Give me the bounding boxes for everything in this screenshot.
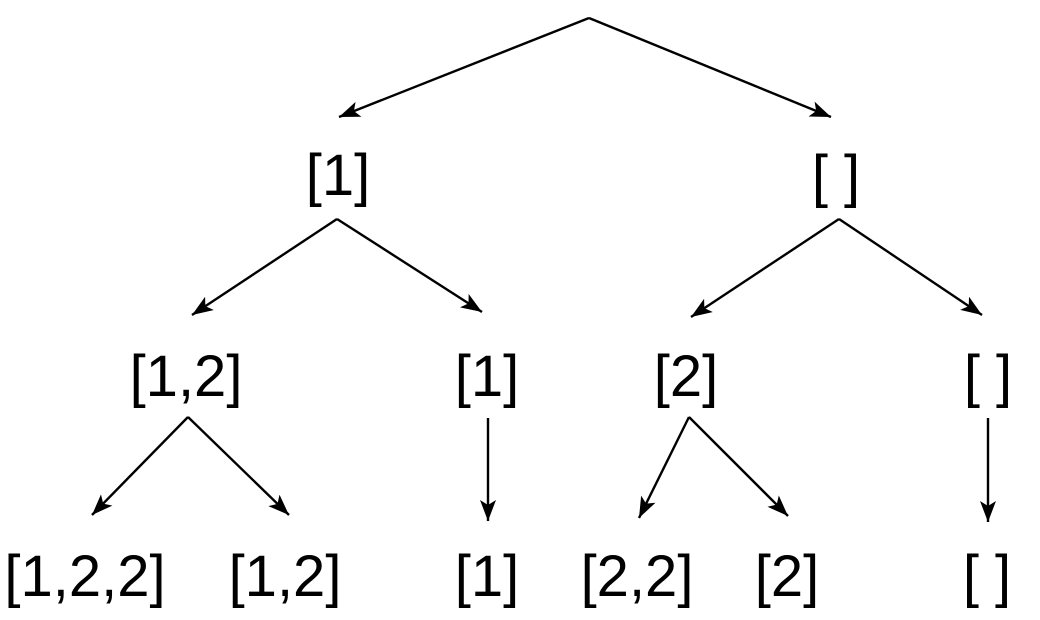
edge-node-12-to-node-12b xyxy=(187,416,290,516)
tree-leaf-2-2: [2,2] xyxy=(580,544,694,609)
tree-leaf-2: [2] xyxy=(754,544,820,609)
edge-node-12-to-node-122 xyxy=(91,416,189,516)
tree-node-1-keep: [1] xyxy=(454,344,520,409)
edge-node-2-to-node-22 xyxy=(637,416,691,519)
tree-leaf-1-2: [1,2] xyxy=(228,544,342,609)
edge-root-to-node-1 xyxy=(338,16,590,119)
tree-leaf-empty: [ ] xyxy=(962,544,1012,609)
edge-node-1-to-node-1b xyxy=(336,217,483,314)
edge-node-2-to-node-2b xyxy=(688,416,789,517)
tree-node-2: [2] xyxy=(653,344,719,409)
tree-leaf-1-2-2: [1,2,2] xyxy=(4,544,166,609)
tree-node-1-2: [1,2] xyxy=(129,344,243,409)
tree-node-empty: [ ] xyxy=(811,144,861,209)
edge-root-to-node-empty xyxy=(588,16,832,119)
edge-node-1-to-node-12 xyxy=(191,217,338,317)
edge-node-empty-to-node-emptyb xyxy=(838,218,983,316)
tree-node-empty-keep: [ ] xyxy=(963,344,1013,409)
tree-leaf-1: [1] xyxy=(454,544,520,609)
tree-node-1: [1] xyxy=(305,143,371,208)
edge-node-empty-to-node-2 xyxy=(690,217,840,319)
